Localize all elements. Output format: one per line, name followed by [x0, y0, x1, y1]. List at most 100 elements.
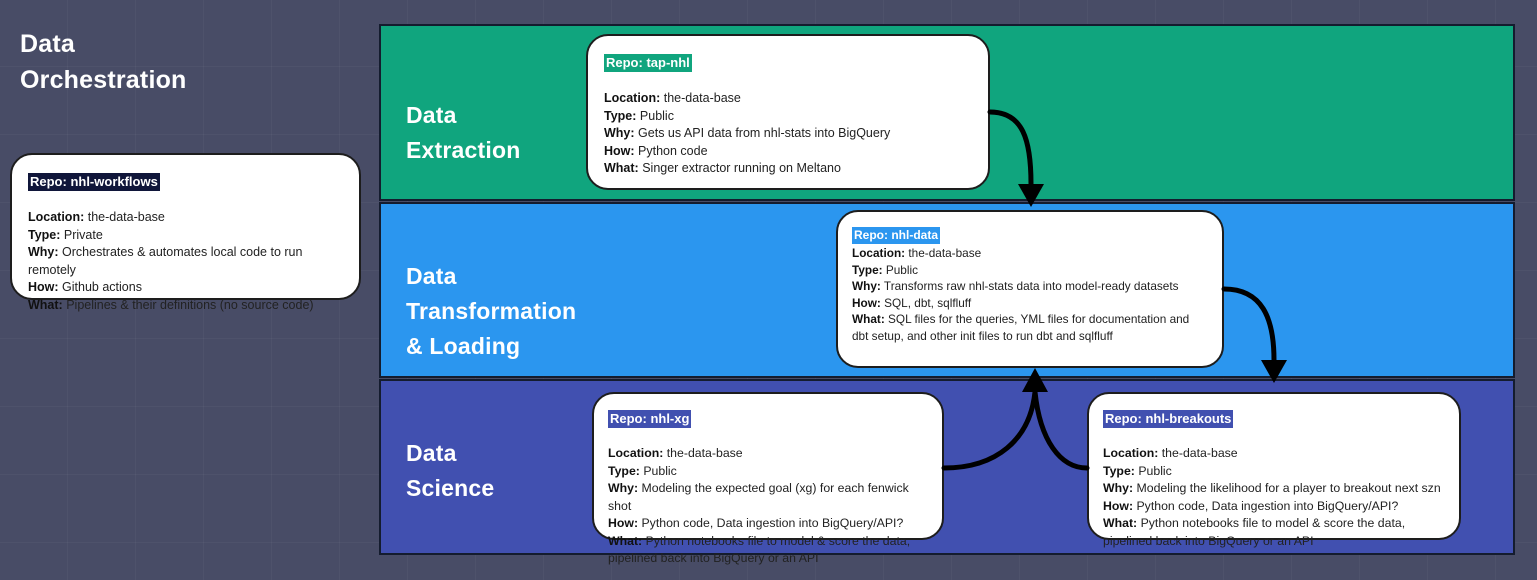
- repo-card-title: Repo: tap-nhl: [604, 54, 692, 72]
- row-value: Python notebooks file to model & score t…: [608, 533, 911, 566]
- band-label-line: Data: [406, 440, 457, 466]
- band-label-line: Extraction: [406, 137, 521, 163]
- row-value: the-data-base: [663, 91, 741, 105]
- row-label: Type:: [28, 227, 61, 242]
- repo-card-row: How: Python code: [604, 143, 972, 161]
- row-label: Why:: [28, 245, 59, 259]
- row-value: the-data-base: [87, 210, 165, 224]
- repo-card-row: Why: Modeling the expected goal (xg) for…: [608, 480, 928, 515]
- row-label: Why:: [1103, 481, 1134, 495]
- row-value: Orchestrates & automates local code to r…: [28, 245, 303, 277]
- row-value: SQL, dbt, sqlfluff: [884, 295, 972, 310]
- row-label: How:: [28, 280, 59, 294]
- row-label: What:: [28, 297, 63, 312]
- row-value: the-data-base: [1161, 446, 1238, 460]
- row-label: What:: [604, 161, 639, 175]
- repo-card-rows: Location: the-data-base Type: Public Why…: [608, 445, 928, 568]
- row-label: Type:: [1103, 463, 1135, 478]
- row-label: Type:: [608, 463, 640, 478]
- row-label: How:: [852, 295, 881, 310]
- band-label-line: & Loading: [406, 333, 521, 359]
- row-value: Modeling the expected goal (xg) for each…: [608, 481, 909, 513]
- repo-card-row: Why: Modeling the likelihood for a playe…: [1103, 480, 1445, 498]
- repo-card-nhl-workflows[interactable]: Repo: nhl-workflows Location: the-data-b…: [10, 153, 361, 312]
- repo-card-row: How: Python code, Data ingestion into Bi…: [1103, 498, 1445, 516]
- repo-card-row: Location: the-data-base: [852, 245, 1208, 262]
- repo-card-row: Location: the-data-base: [608, 445, 928, 463]
- repo-card-rows: Location: the-data-base Type: Public Why…: [604, 90, 972, 178]
- row-label: Location:: [1103, 446, 1159, 460]
- row-label: Location:: [608, 446, 664, 460]
- row-value: Public: [643, 463, 677, 478]
- row-value: Python notebooks file to model & score t…: [1103, 516, 1406, 548]
- row-label: What:: [1103, 516, 1138, 530]
- repo-card-nhl-data[interactable]: Repo: nhl-data Location: the-data-base T…: [836, 210, 1224, 368]
- repo-card-rows: Location: the-data-base Type: Public Why…: [852, 245, 1208, 344]
- band-label-data-transformation-loading: Data Transformation & Loading: [406, 259, 576, 364]
- repo-card-rows: Location: the-data-base Type: Private Wh…: [28, 209, 343, 314]
- repo-card-row: Type: Private: [28, 227, 343, 245]
- row-label: Location:: [28, 210, 85, 224]
- repo-card-title: Repo: nhl-workflows: [28, 173, 160, 191]
- repo-card-nhl-xg[interactable]: Repo: nhl-xg Location: the-data-base Typ…: [592, 392, 944, 565]
- repo-card-row: Location: the-data-base: [604, 90, 972, 108]
- repo-card-row: Type: Public: [1103, 463, 1445, 481]
- repo-card-row: Why: Gets us API data from nhl-stats int…: [604, 125, 972, 143]
- row-value: Python code, Data ingestion into BigQuer…: [1136, 498, 1399, 513]
- row-label: Why:: [852, 279, 881, 293]
- row-label: Why:: [608, 481, 639, 495]
- row-value: Github actions: [62, 280, 142, 294]
- row-label: How:: [1103, 498, 1134, 513]
- repo-card-row: How: SQL, dbt, sqlfluff: [852, 295, 1208, 312]
- row-label: How:: [604, 143, 635, 158]
- repo-card-row: What: Singer extractor running on Meltan…: [604, 160, 972, 178]
- row-label: Location:: [852, 246, 906, 260]
- row-value: Python code, Data ingestion into BigQuer…: [641, 516, 904, 530]
- band-label-data-science: Data Science: [406, 436, 494, 506]
- repo-card-rows: Location: the-data-base Type: Public Why…: [1103, 445, 1445, 550]
- row-value: the-data-base: [666, 446, 743, 460]
- repo-card-row: How: Github actions: [28, 279, 343, 297]
- row-value: Public: [885, 262, 919, 277]
- repo-card-row: What: SQL files for the queries, YML fil…: [852, 311, 1208, 344]
- page-title-line-1: Data: [20, 30, 75, 58]
- row-value: SQL files for the queries, YML files for…: [852, 312, 1190, 343]
- repo-card-row: Type: Public: [608, 463, 928, 481]
- repo-card-row: What: Python notebooks file to model & s…: [1103, 515, 1445, 550]
- row-value: Python code: [638, 143, 708, 158]
- row-label: Type:: [604, 108, 637, 123]
- repo-card-row: Why: Transforms raw nhl-stats data into …: [852, 278, 1208, 295]
- row-value: Transforms raw nhl-stats data into model…: [883, 279, 1179, 293]
- repo-card-row: Type: Public: [604, 108, 972, 126]
- repo-card-nhl-breakouts[interactable]: Repo: nhl-breakouts Location: the-data-b…: [1087, 392, 1461, 548]
- repo-card-row: What: Pipelines & their definitions (no …: [28, 297, 343, 315]
- row-label: Why:: [604, 126, 635, 140]
- row-value: Pipelines & their definitions (no source…: [66, 297, 314, 312]
- row-value: Gets us API data from nhl-stats into Big…: [638, 126, 891, 140]
- repo-card-row: How: Python code, Data ingestion into Bi…: [608, 515, 928, 533]
- repo-card-tap-nhl[interactable]: Repo: tap-nhl Location: the-data-base Ty…: [586, 34, 990, 190]
- row-value: Public: [1138, 463, 1172, 478]
- row-label: Type:: [852, 262, 883, 277]
- row-value: Modeling the likelihood for a player to …: [1136, 481, 1441, 495]
- band-label-line: Transformation: [406, 298, 577, 324]
- row-value: the-data-base: [908, 246, 982, 260]
- repo-card-title: Repo: nhl-data: [852, 227, 940, 244]
- row-label: Location:: [604, 91, 661, 105]
- page-title: Data Orchestration: [20, 26, 350, 98]
- band-label-line: Data: [406, 102, 457, 128]
- repo-card-row: What: Python notebooks file to model & s…: [608, 533, 928, 568]
- row-label: How:: [608, 516, 639, 530]
- repo-card-title: Repo: nhl-xg: [608, 410, 692, 428]
- repo-card-row: Location: the-data-base: [1103, 445, 1445, 463]
- row-label: What:: [852, 312, 885, 326]
- band-label-line: Data: [406, 263, 457, 289]
- repo-card-row: Type: Public: [852, 262, 1208, 279]
- page-title-line-2: Orchestration: [20, 66, 187, 94]
- band-label-data-extraction: Data Extraction: [406, 98, 520, 168]
- row-value: Private: [63, 227, 103, 242]
- repo-card-row: Location: the-data-base: [28, 209, 343, 227]
- band-label-line: Science: [406, 475, 495, 501]
- row-value: Singer extractor running on Meltano: [642, 161, 841, 175]
